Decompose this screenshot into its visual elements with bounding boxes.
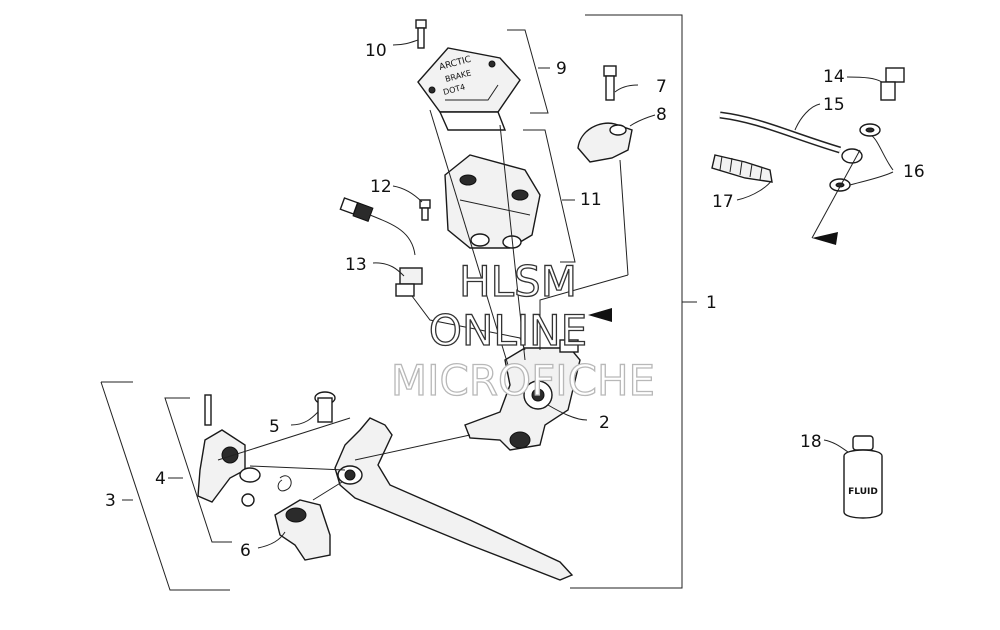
callout-16: 16 — [903, 162, 925, 182]
direction-arrows — [588, 149, 861, 322]
callout-10: 10 — [365, 41, 387, 61]
callout-15: 15 — [823, 95, 845, 115]
bracket-3 — [100, 381, 230, 591]
callout-11: 11 — [580, 190, 602, 210]
bracket-11 — [523, 129, 576, 263]
sealing-washers — [829, 123, 881, 192]
fluid-bottle: FLUID — [843, 435, 883, 519]
callout-18: 18 — [800, 432, 822, 452]
callout-17: 17 — [712, 192, 734, 212]
reservoir-cap: ARCTIC BRAKE DOT4 — [417, 47, 521, 131]
callout-2: 2 — [599, 413, 610, 433]
callout-7: 7 — [656, 77, 667, 97]
brake-hose — [719, 111, 863, 164]
callout-3: 3 — [105, 491, 116, 511]
watermark-line1: HLSM — [459, 257, 577, 306]
bracket-4 — [164, 397, 232, 543]
leader-lines — [217, 39, 894, 549]
callout-13: 13 — [345, 255, 367, 275]
screw-7 — [603, 65, 617, 101]
callout-12: 12 — [370, 177, 392, 197]
bottle-label: FLUID — [848, 487, 878, 497]
screw-10 — [415, 19, 427, 49]
brake-switch — [339, 197, 423, 297]
lever-bracket — [274, 499, 331, 561]
pivot-bolt — [314, 391, 336, 423]
callout-1: 1 — [706, 293, 717, 313]
banjo-bolt — [880, 67, 905, 101]
hose-sleeve — [711, 154, 773, 183]
callout-8: 8 — [656, 105, 667, 125]
callout-4: 4 — [155, 469, 166, 489]
master-cylinder-body — [444, 154, 541, 249]
brake-lever — [334, 417, 574, 581]
watermark: HLSM ONLINE MICROFICHE — [390, 256, 655, 405]
bracket-9 — [507, 29, 550, 114]
bracket-1 — [570, 14, 697, 589]
lever-housing — [464, 339, 581, 451]
adjuster-assembly — [197, 394, 292, 507]
callout-14: 14 — [823, 67, 845, 87]
callouts: 1 2 3 4 5 6 7 8 9 10 11 12 13 14 15 16 1… — [105, 41, 925, 561]
watermark-line3: MICROFICHE — [391, 356, 655, 405]
callout-5: 5 — [269, 417, 280, 437]
handlebar-clamp — [577, 122, 633, 163]
callout-9: 9 — [556, 59, 567, 79]
screw-12 — [419, 199, 431, 221]
callout-6: 6 — [240, 541, 251, 561]
watermark-line2: ONLINE — [429, 306, 587, 355]
